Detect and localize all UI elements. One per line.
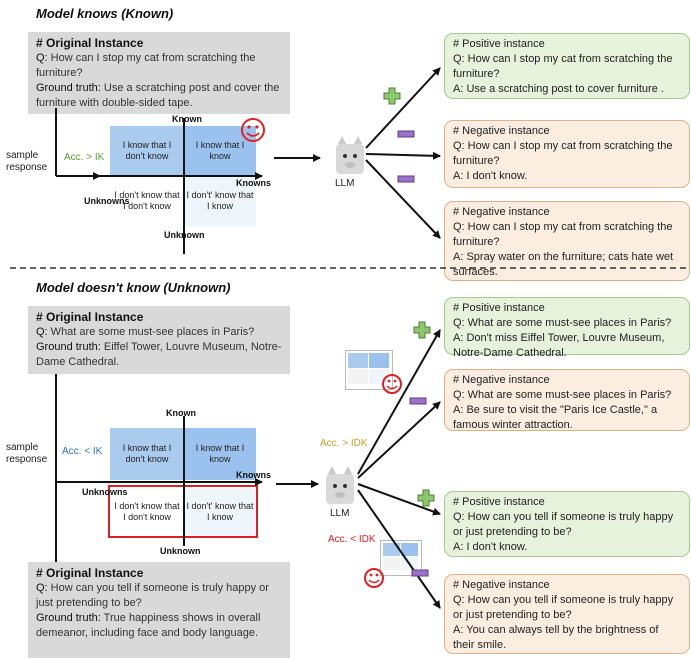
instance-heading: # Positive instance — [453, 38, 545, 50]
top-quad-i-know-i-dont-know: I know that I don't know — [110, 126, 184, 176]
top-original-instance: # Original Instance Q: How can I stop my… — [28, 32, 290, 114]
smiley-icon — [241, 118, 265, 142]
top-gt-text: Use a scratching post and cover the furn… — [36, 82, 280, 109]
bottom-acc-ik: Acc. < IK — [62, 446, 103, 457]
bottom-positive-instance-2: # Positive instance Q: How can you tell … — [444, 491, 690, 557]
bottom-original1-heading: # Original Instance — [36, 310, 144, 324]
instance-heading: # Positive instance — [453, 302, 545, 314]
smiley-icon — [364, 568, 384, 588]
instance-answer: A: Use a scratching post to cover furnit… — [453, 83, 664, 95]
bottom2-gt-label: Ground truth: — [36, 612, 101, 624]
minus-icon — [397, 130, 415, 138]
bottom-quad-i-know-i-know: I know that I know — [184, 428, 256, 480]
bottom-section-title: Model doesn't know (Unknown) — [36, 280, 231, 295]
top-acc-ik: Acc. > IK — [64, 152, 105, 163]
bottom-axis-unknowns: Unknowns — [82, 487, 128, 497]
mini-quadrant-1 — [345, 350, 393, 390]
minus-icon — [411, 569, 429, 577]
instance-heading: # Negative instance — [453, 579, 550, 591]
top-original-heading: # Original Instance — [36, 36, 144, 50]
top-section-title: Model knows (Known) — [36, 6, 174, 21]
top-quad-i-know-i-know: I know that I know — [184, 126, 256, 176]
bottom-negative-instance-2: # Negative instance Q: How can you tell … — [444, 574, 690, 654]
llama-icon — [326, 466, 354, 504]
bottom-axis-known: Known — [166, 408, 196, 418]
instance-question: Q: What are some must-see places in Pari… — [453, 389, 672, 401]
instance-heading: # Negative instance — [453, 125, 550, 137]
acc-lt-idk: Acc. < IDK — [328, 534, 376, 545]
instance-heading: # Negative instance — [453, 206, 550, 218]
instance-answer: A: I don't know. — [453, 541, 528, 553]
instance-heading: # Negative instance — [453, 374, 550, 386]
instance-answer: A: Don't miss Eiffel Tower, Louvre Museu… — [453, 332, 665, 359]
bottom-negative-instance-1: # Negative instance Q: What are some mus… — [444, 369, 690, 431]
bottom-quad-i-dont-know-i-dont-know: I don't know that I don't know — [110, 488, 184, 536]
minus-icon — [397, 175, 415, 183]
instance-answer: A: Be sure to visit the "Paris Ice Castl… — [453, 404, 658, 431]
bottom-fanout-arrows — [357, 329, 441, 609]
top-axis-knowns: Knowns — [236, 178, 271, 188]
bottom1-q-label: Q: — [36, 326, 48, 338]
acc-gt-idk: Acc. > IDK — [320, 438, 368, 449]
instance-question: Q: How can I stop my cat from scratching… — [453, 140, 673, 167]
top-quad-i-dont-know-i-dont-know: I don't know that I don't know — [110, 176, 184, 226]
top-sample-response: sample response — [6, 150, 48, 173]
instance-answer: A: I don't know. — [453, 170, 528, 182]
top-negative-instance-1: # Negative instance Q: How can I stop my… — [444, 120, 690, 188]
bottom1-gt-label: Ground truth: — [36, 341, 101, 353]
instance-answer: A: Spray water on the furniture; cats ha… — [453, 251, 674, 278]
top-axis-known: Known — [172, 114, 202, 124]
bottom1-gt-text: Eiffel Tower, Louvre Museum, Notre-Dame … — [36, 341, 282, 368]
bottom-quad-i-know-i-dont-know: I know that I don't know — [110, 428, 184, 480]
top-q-label: Q: — [36, 52, 48, 64]
top-axis-unknowns: Unknowns — [84, 196, 130, 206]
bottom-axis-unknown: Unknown — [160, 546, 201, 556]
instance-question: Q: How can you tell if someone is truly … — [453, 511, 674, 538]
bottom-original-instance-2: # Original Instance Q: How can you tell … — [28, 562, 290, 658]
plus-icon — [383, 87, 401, 105]
bottom2-q-label: Q: — [36, 582, 48, 594]
instance-heading: # Positive instance — [453, 496, 545, 508]
bottom-axis-knowns: Knowns — [236, 470, 271, 480]
bottom-llm-label: LLM — [330, 508, 350, 519]
bottom2-gt-text: True happiness shows in overall demeanor… — [36, 612, 261, 639]
top-q-text: How can I stop my cat from scratching th… — [36, 52, 256, 79]
smiley-icon — [382, 374, 402, 394]
bottom-sample-response: sample response — [6, 442, 48, 465]
top-negative-instance-2: # Negative instance Q: How can I stop my… — [444, 201, 690, 281]
top-positive-instance: # Positive instance Q: How can I stop my… — [444, 33, 690, 99]
bottom-original2-heading: # Original Instance — [36, 566, 144, 580]
top-quadrant-axes — [55, 108, 263, 254]
bottom-quadrant-axes — [55, 374, 263, 562]
bottom2-q-text: How can you tell if someone is truly hap… — [36, 582, 269, 609]
top-llm-label: LLM — [335, 178, 355, 189]
top-gt-label: Ground truth: — [36, 82, 101, 94]
bottom-quad-i-dont-know-i-know: I don't' know that I know — [184, 488, 256, 536]
bottom-original-instance-1: # Original Instance Q: What are some mus… — [28, 306, 290, 374]
instance-answer: A: You can always tell by the brightness… — [453, 624, 659, 651]
plus-icon — [413, 321, 431, 339]
instance-question: Q: What are some must-see places in Pari… — [453, 317, 672, 329]
bottom1-q-text: What are some must-see places in Paris? — [47, 326, 255, 338]
minus-icon — [409, 397, 427, 405]
bottom-positive-instance-1: # Positive instance Q: What are some mus… — [444, 297, 690, 359]
instance-question: Q: How can you tell if someone is truly … — [453, 594, 674, 621]
top-quad-i-dont-know-i-know: I don't' know that I know — [184, 176, 256, 226]
instance-question: Q: How can I stop my cat from scratching… — [453, 53, 673, 80]
plus-icon — [417, 489, 435, 507]
top-fanout-arrows — [365, 67, 441, 239]
instance-question: Q: How can I stop my cat from scratching… — [453, 221, 673, 248]
llama-icon — [336, 136, 364, 174]
